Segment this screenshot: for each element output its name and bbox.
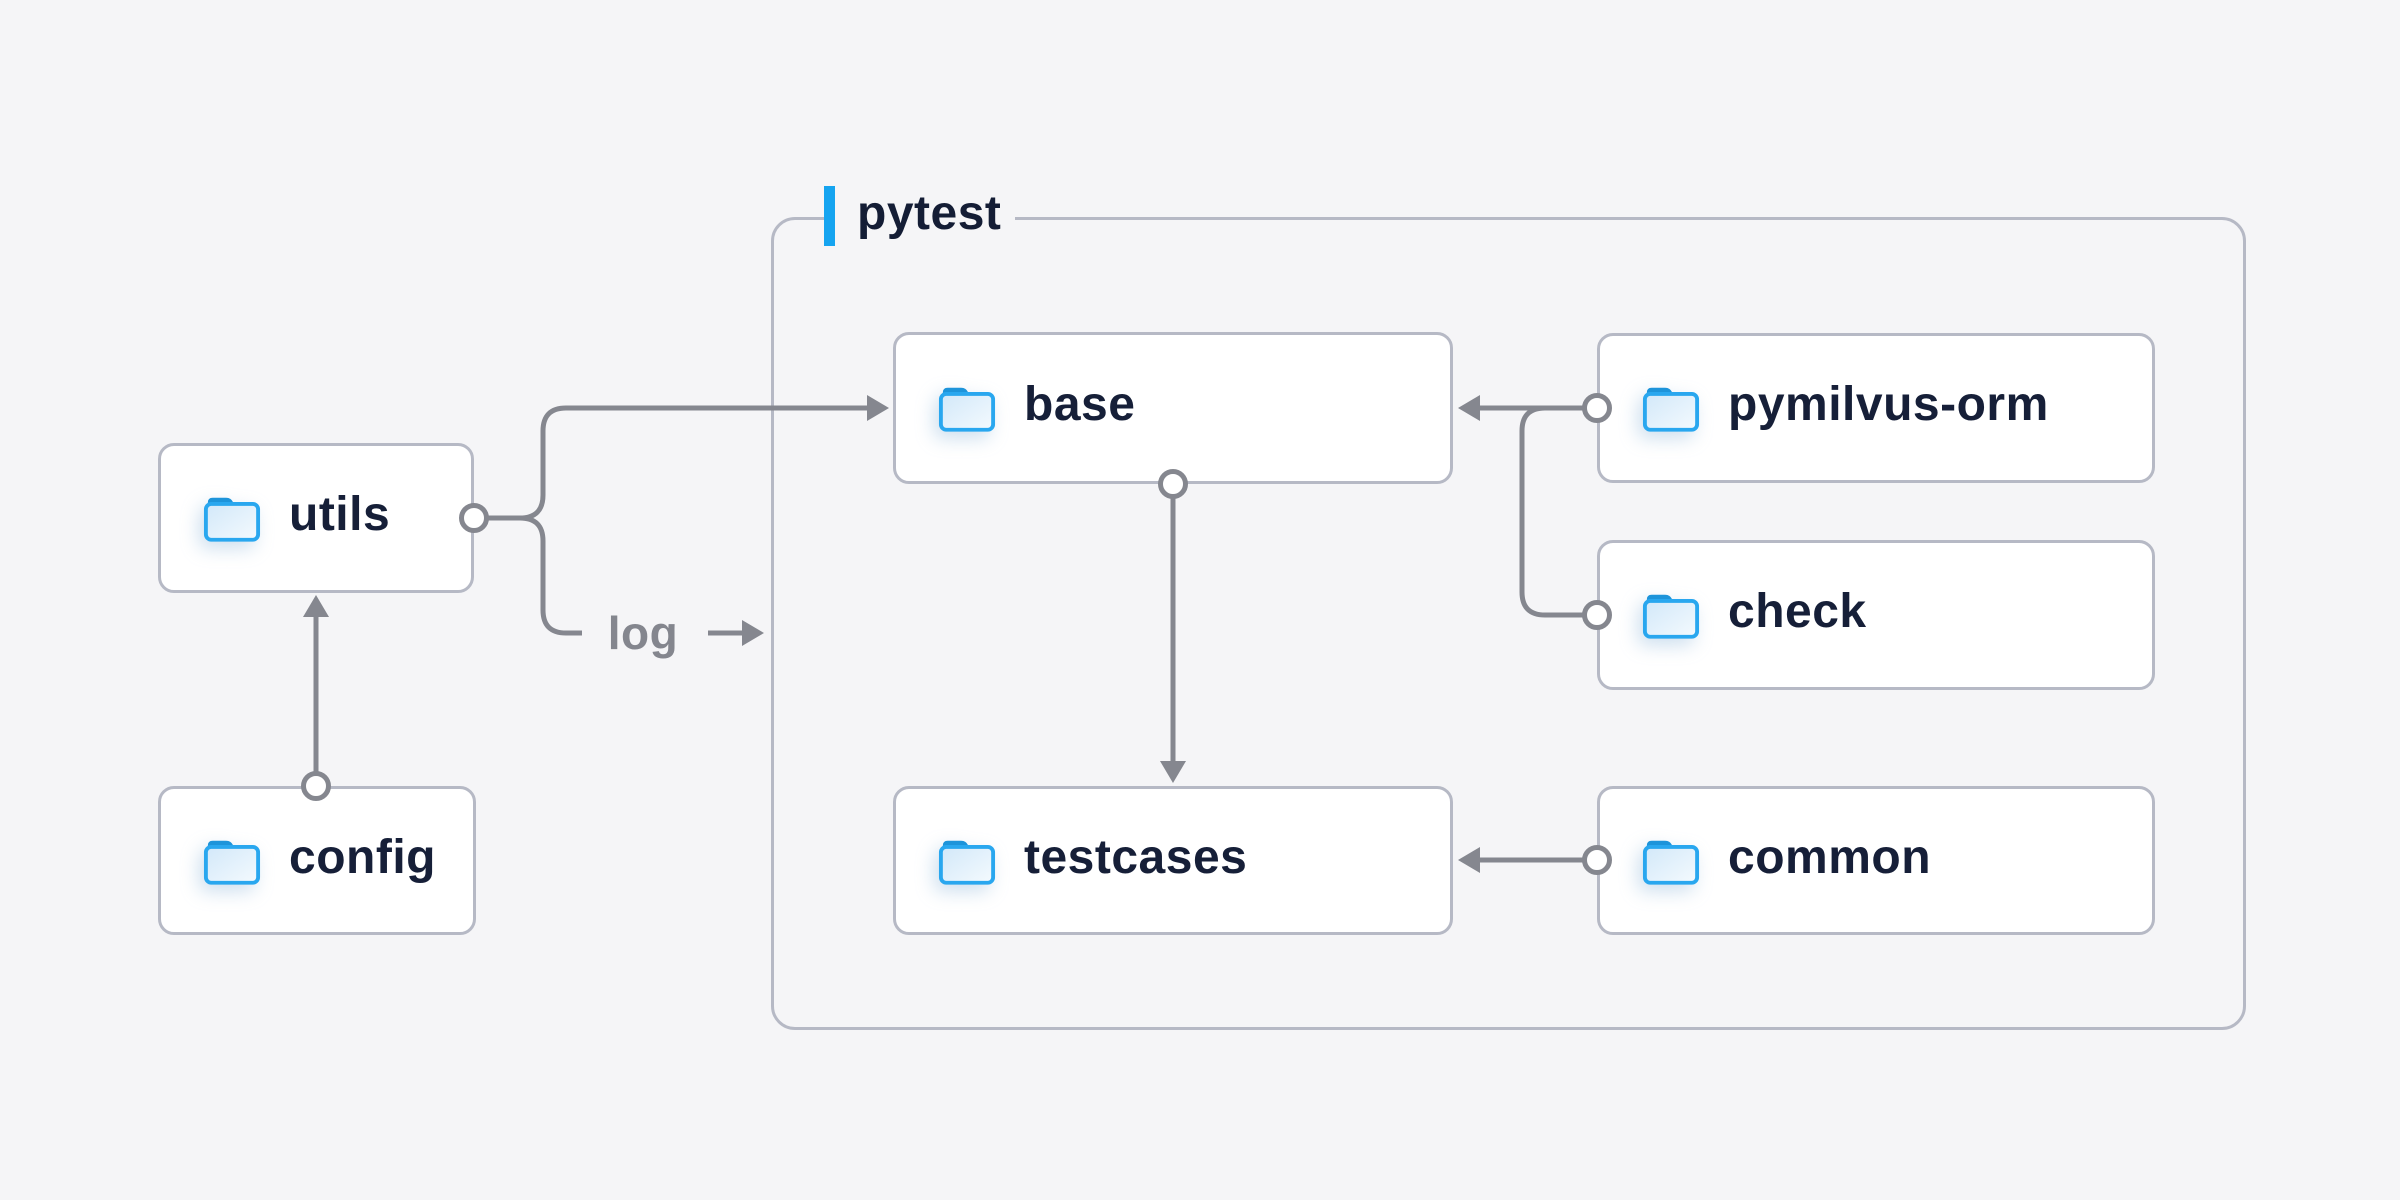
node-pymilvus-orm: pymilvus-orm bbox=[1597, 333, 2155, 483]
folder-icon bbox=[938, 840, 996, 885]
folder-icon bbox=[203, 840, 261, 885]
node-label: config bbox=[289, 830, 436, 884]
node-label: common bbox=[1728, 830, 1932, 884]
folder-icon bbox=[1642, 594, 1700, 639]
node-common: common bbox=[1597, 786, 2155, 935]
node-label: pymilvus-orm bbox=[1728, 378, 2049, 431]
node-label: testcases bbox=[1024, 830, 1248, 884]
folder-icon bbox=[1642, 840, 1700, 885]
folder-icon bbox=[1642, 387, 1700, 432]
folder-icon bbox=[938, 387, 996, 432]
node-label: utils bbox=[289, 488, 391, 541]
accent-bar-icon bbox=[824, 186, 835, 246]
node-config: config bbox=[158, 786, 476, 935]
edge-label-log: log bbox=[607, 607, 679, 659]
edge-utils-to-log bbox=[519, 515, 582, 636]
node-label: base bbox=[1024, 378, 1136, 431]
node-testcases: testcases bbox=[893, 786, 1453, 935]
folder-icon bbox=[203, 497, 261, 542]
node-base: base bbox=[893, 332, 1453, 484]
group-title: pytest bbox=[857, 187, 1002, 240]
node-label: check bbox=[1728, 585, 1867, 638]
pytest-group bbox=[771, 217, 2246, 1030]
pytest-group-label: pytest bbox=[824, 184, 1016, 248]
node-check: check bbox=[1597, 540, 2155, 690]
node-utils: utils bbox=[158, 443, 474, 593]
